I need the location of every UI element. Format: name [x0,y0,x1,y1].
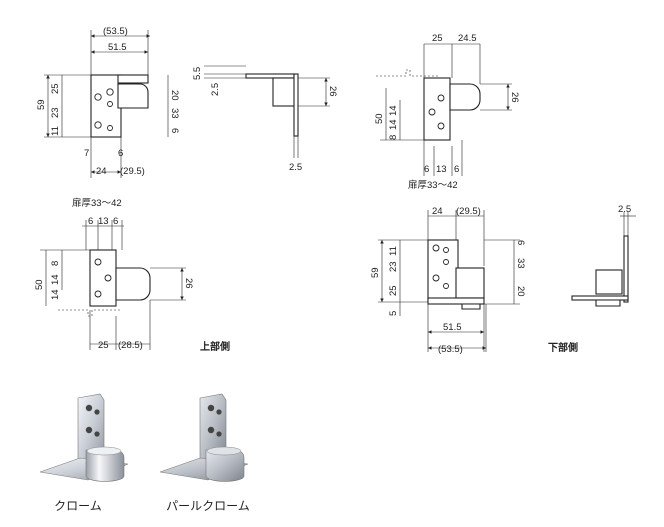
door-thickness-top: 扉厚33～42 [408,179,458,191]
dim-tr-ba: 6 [424,164,429,175]
dim-tr-wa: 25 [432,33,443,44]
dim-width: 51.5 [108,42,127,53]
finish-chrome-label: クローム [54,499,102,513]
dim-lf-ra: 6 [515,240,526,245]
dim-lf-tb: (29.5) [456,206,481,217]
dim-um-tc: 6 [113,216,118,227]
photo-pearl-chrome-hinge: パールクローム [159,393,250,513]
dim-lf-vc: 25 [388,285,399,296]
dim-lf-w: 51.5 [443,322,462,333]
dim-right-c: 6 [169,128,180,133]
door-thickness-upper: 扉厚33～42 [72,197,122,209]
dim-um-vtotal: 50 [34,279,45,290]
dim-tr-bb: 13 [436,164,447,175]
dim-side-h: 26 [327,86,338,97]
dim-um-bw: 25 [98,340,109,351]
caption-lower-side: 下部側 [548,341,578,354]
finish-pearl-chrome-label: パールクローム [166,499,250,513]
dim-height-c: 11 [50,126,61,136]
dim-lf-ta: 24 [432,206,443,217]
dim-height-a: 25 [50,83,61,94]
dim-right-a: 20 [169,90,180,101]
dim-bottom-b: 6 [118,148,123,159]
dim-um-vc: 8 [50,261,61,266]
dim-tr-vb: 14 [388,119,399,130]
dim-height-b: 23 [50,107,61,118]
dim-tr-va: 8 [388,135,399,140]
dim-side-t1: 5.5 [192,67,203,80]
caption-upper-side: 上部側 [200,340,230,353]
dim-lf-rc: 20 [515,286,526,297]
photo-chrome-hinge: クローム [39,393,129,513]
pivot-flange [117,74,149,84]
hinge-plate [90,74,122,138]
dim-tr-vc: 14 [388,105,399,116]
dim-side-thick: 2.5 [289,162,302,173]
top-right-view: 25 24.5 26 50 8 14 14 6 13 6 扉厚33～42 [374,33,520,191]
dim-lf-vb: 23 [388,261,399,272]
dim-um-va: 14 [50,289,61,300]
dim-lf-overall: (53.5) [438,344,463,355]
dim-right-b: 33 [169,108,180,119]
dim-side-t2: 2.5 [210,83,221,96]
dim-lf-rb: 33 [515,258,526,269]
lower-front-view: 24 (29.5) 59 11 23 25 5 6 33 20 51.5 (53… [370,206,578,355]
dim-tr-h: 26 [509,92,520,103]
dim-um-tb: 13 [98,216,109,227]
dim-tr-bc: 6 [454,164,459,175]
dim-lf-vd: 5 [388,311,399,316]
dim-lf-va: 11 [388,246,399,256]
dim-bottom-a: 7 [84,148,89,159]
dim-ls-thick: 2.5 [618,204,631,215]
dim-lf-vtotal: 59 [370,267,381,278]
dim-height-total: 59 [36,99,47,110]
dim-um-h: 26 [183,278,194,289]
dim-tr-vtotal: 50 [374,113,385,124]
dim-tr-wb: 24.5 [458,33,477,44]
dim-um-ta: 6 [88,216,93,227]
top-front-view: (53.5) 51.5 59 25 23 11 20 33 6 7 6 24 (… [36,26,180,178]
dim-bottom-c: 24 [96,166,107,177]
dim-bottom-d: (29.5) [120,166,145,177]
dim-um-bo: (28.5) [118,340,143,351]
lower-side-view: 2.5 [571,204,636,307]
top-side-view: 5.5 2.5 26 2.5 [192,65,338,173]
dim-um-vb: 14 [50,274,61,285]
upper-mount-view: 扉厚33～42 6 13 6 50 14 14 8 26 25 (28.5) 上… [34,197,230,353]
pivot-block [117,83,149,109]
dim-overall-width: (53.5) [103,26,128,37]
